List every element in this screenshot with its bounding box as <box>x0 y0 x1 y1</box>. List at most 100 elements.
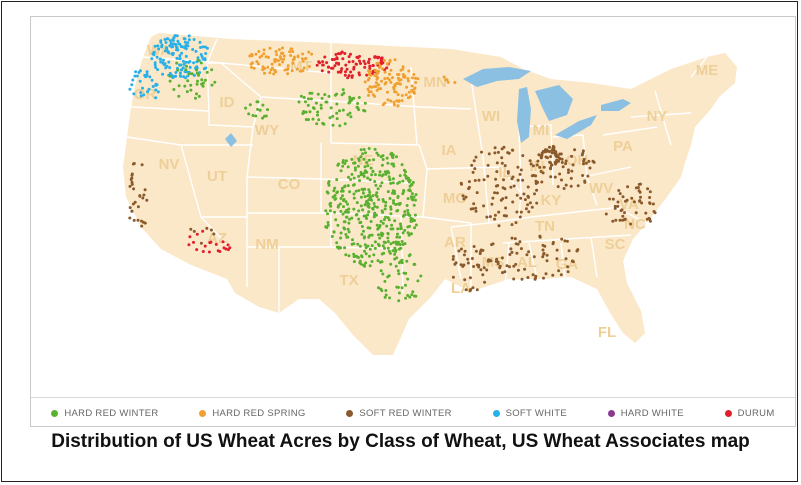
wheat-dot-hard-red-spring <box>383 101 387 105</box>
wheat-dot-hard-red-spring <box>392 100 396 104</box>
wheat-dot-hard-red-winter <box>333 186 337 190</box>
wheat-dot-hard-red-winter <box>349 115 353 119</box>
wheat-dot-hard-red-winter <box>406 294 410 297</box>
wheat-dot-hard-red-spring <box>370 85 374 89</box>
wheat-dot-soft-red-winter <box>488 215 492 219</box>
wheat-dot-soft-red-winter <box>461 194 465 198</box>
wheat-dot-soft-red-winter <box>474 209 478 213</box>
wheat-dot-hard-red-winter <box>400 163 404 167</box>
wheat-dot-durum <box>363 62 367 66</box>
wheat-dot-soft-white <box>156 68 160 72</box>
wheat-dot-hard-red-spring <box>407 69 411 73</box>
state-label-id: ID <box>220 94 235 111</box>
wheat-dot-durum <box>325 61 329 65</box>
wheat-dot-hard-red-spring <box>288 50 292 54</box>
wheat-dot-soft-red-winter <box>136 218 140 222</box>
wheat-dot-hard-red-winter <box>404 296 408 300</box>
wheat-dot-soft-red-winter <box>511 148 515 152</box>
wheat-dot-soft-white <box>174 71 178 74</box>
state-label-ky: KY <box>541 192 562 209</box>
wheat-dot-hard-red-spring <box>388 60 392 64</box>
wheat-dot-hard-red-winter <box>362 157 366 161</box>
wheat-dot-hard-red-winter <box>380 209 384 213</box>
wheat-dot-soft-red-winter <box>494 177 498 181</box>
wheat-dot-soft-red-winter <box>189 227 193 231</box>
wheat-dot-soft-white <box>184 44 188 48</box>
wheat-dot-hard-red-spring <box>254 52 258 56</box>
wheat-dot-hard-red-winter <box>195 71 199 75</box>
wheat-dot-hard-red-winter <box>326 191 330 195</box>
wheat-dot-soft-red-winter <box>485 268 489 272</box>
wheat-dot-soft-white <box>153 61 157 65</box>
wheat-dot-hard-red-winter <box>353 168 357 172</box>
wheat-dot-durum <box>333 58 336 61</box>
wheat-dot-hard-red-winter <box>405 259 409 263</box>
wheat-dot-durum <box>335 56 339 60</box>
wheat-dot-soft-red-winter <box>616 200 620 204</box>
wheat-dot-hard-red-winter <box>414 223 418 227</box>
state-label-ut: UT <box>207 168 227 185</box>
wheat-dot-hard-red-spring <box>275 53 279 57</box>
wheat-dot-soft-red-winter <box>566 265 570 269</box>
wheat-dot-soft-red-winter <box>474 249 478 253</box>
wheat-dot-soft-red-winter <box>566 171 570 174</box>
state-label-mt: MT <box>290 58 312 75</box>
wheat-dot-soft-red-winter <box>491 242 495 246</box>
wheat-dot-hard-red-winter <box>384 289 388 292</box>
wheat-dot-hard-red-winter <box>410 197 414 200</box>
wheat-dot-soft-red-winter <box>475 288 479 292</box>
wheat-dot-hard-red-winter <box>363 101 367 105</box>
state-border-line <box>330 100 422 108</box>
wheat-dot-soft-white <box>168 66 172 70</box>
wheat-dot-soft-red-winter <box>521 178 525 182</box>
wheat-dot-soft-white <box>165 48 169 52</box>
wheat-dot-hard-red-winter <box>386 232 390 236</box>
wheat-dot-soft-red-winter <box>548 150 551 153</box>
wheat-dot-soft-white <box>150 57 154 61</box>
wheat-dot-hard-red-winter <box>347 221 351 225</box>
legend-item-hard-red-winter: HARD RED WINTER <box>51 408 158 419</box>
wheat-dot-soft-red-winter <box>519 210 523 214</box>
wheat-dot-hard-red-winter <box>372 202 376 205</box>
wheat-dot-soft-red-winter <box>565 239 569 243</box>
wheat-dot-soft-red-winter <box>535 188 539 192</box>
wheat-dot-soft-red-winter <box>555 257 559 261</box>
wheat-dot-soft-red-winter <box>648 219 652 223</box>
wheat-dot-hard-red-winter <box>386 169 390 173</box>
wheat-dot-hard-red-winter <box>348 95 352 99</box>
wheat-dot-durum <box>195 248 199 252</box>
wheat-dot-hard-red-winter <box>327 180 331 183</box>
wheat-dot-hard-red-winter <box>359 148 363 152</box>
wheat-dot-hard-red-spring <box>270 66 274 70</box>
wheat-dot-soft-red-winter <box>526 185 530 189</box>
state-border-line <box>246 176 322 180</box>
wheat-dot-durum <box>341 57 345 61</box>
wheat-dot-durum <box>349 70 353 74</box>
wheat-dot-soft-red-winter <box>637 182 641 186</box>
wheat-dot-durum <box>330 58 334 61</box>
wheat-dot-soft-white <box>200 55 204 59</box>
wheat-dot-soft-white <box>175 56 179 60</box>
wheat-dot-hard-red-winter <box>388 296 392 300</box>
wheat-dot-soft-red-winter <box>461 264 465 268</box>
wheat-dot-hard-red-winter <box>344 159 348 163</box>
wheat-dot-hard-red-winter <box>363 243 367 247</box>
wheat-dot-hard-red-spring <box>414 81 418 84</box>
wheat-dot-hard-red-winter <box>369 166 373 170</box>
wheat-dot-soft-white <box>134 70 138 74</box>
wheat-dot-soft-red-winter <box>470 257 474 260</box>
wheat-dot-hard-red-spring <box>286 67 290 71</box>
wheat-dot-hard-red-winter <box>258 108 262 112</box>
wheat-dot-soft-red-winter <box>560 178 563 182</box>
wheat-dot-hard-red-winter <box>352 192 356 196</box>
legend-item-soft-red-winter: SOFT RED WINTER <box>346 408 451 419</box>
wheat-dot-hard-red-winter <box>395 235 399 239</box>
wheat-dot-soft-red-winter <box>560 237 564 241</box>
wheat-dot-soft-red-winter <box>141 220 145 224</box>
wheat-dot-hard-red-spring <box>410 88 414 92</box>
state-border-line <box>518 126 522 194</box>
wheat-dot-hard-red-winter <box>332 230 336 234</box>
wheat-dot-soft-red-winter <box>528 159 532 163</box>
wheat-dot-hard-red-winter <box>383 207 387 211</box>
wheat-dot-hard-red-spring <box>386 98 390 102</box>
